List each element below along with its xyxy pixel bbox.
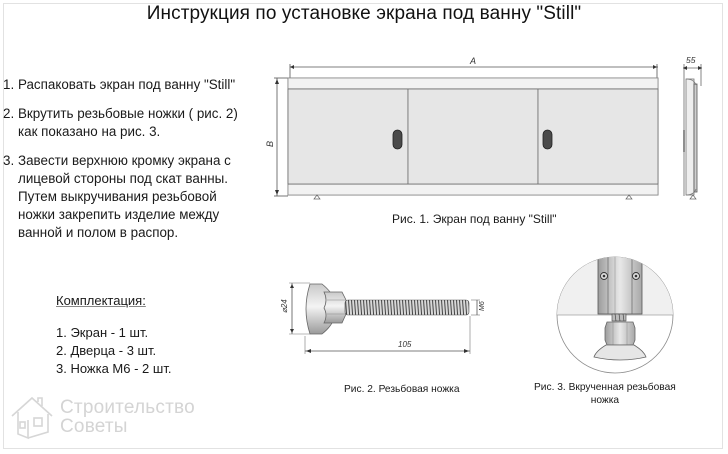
kit-item: 2. Дверца - 3 шт. <box>56 343 157 358</box>
kit-item: 1. Экран - 1 шт. <box>56 325 149 340</box>
watermark-line-2: Советы <box>60 416 128 437</box>
step-text: Завести верхнюю кромку экрана с лицевой … <box>18 153 231 240</box>
kit-contents: Комплектация: 1. Экран - 1 шт. 2. Дверца… <box>56 292 171 378</box>
page-title: Инструкция по установке экрана под ванну… <box>146 3 582 24</box>
step-number: 2. <box>3 106 15 121</box>
dim-55-label: 55 <box>686 55 696 65</box>
door-handle-icon <box>392 129 403 150</box>
step-number: 3. <box>3 153 15 168</box>
door-2 <box>407 88 539 185</box>
figure-3-caption: Рис. 3. Вкрученная резьбовая ножка <box>534 382 676 406</box>
dim-length-label: 105 <box>398 340 412 349</box>
watermark: Строительство Советы <box>10 394 195 440</box>
dim-diameter-label: ⌀24 <box>280 299 289 313</box>
dim-a-label: A <box>469 56 476 66</box>
kit-item: 3. Ножка М6 - 2 шт. <box>56 361 172 376</box>
step-number: 1. <box>3 77 15 92</box>
instruction-steps: 1. Распаковать экран под ванну "Still" 2… <box>3 76 273 253</box>
image-border <box>3 3 723 449</box>
kit-title: Комплектация: <box>56 293 146 308</box>
dim-thread-label: M6 <box>479 301 486 311</box>
step-3: 3. Завести верхнюю кромку экрана с лицев… <box>3 152 273 242</box>
house-icon <box>11 396 53 440</box>
figure-1-caption: Рис. 1. Экран под ванну "Still" <box>392 212 557 226</box>
step-text: Распаковать экран под ванну "Still" <box>18 77 236 92</box>
dim-b-label: B <box>265 141 275 147</box>
watermark-line-1: Строительство <box>60 397 195 418</box>
step-2: 2. Вкрутить резьбовые ножки ( рис. 2) ка… <box>3 105 273 141</box>
door-1 <box>287 88 409 185</box>
door-handle-icon <box>542 129 553 150</box>
step-text: Вкрутить резьбовые ножки ( рис. 2) как п… <box>18 106 238 139</box>
door-3 <box>537 88 659 185</box>
step-1: 1. Распаковать экран под ванну "Still" <box>3 76 273 94</box>
figure-2-caption: Рис. 2. Резьбовая ножка <box>344 384 460 395</box>
